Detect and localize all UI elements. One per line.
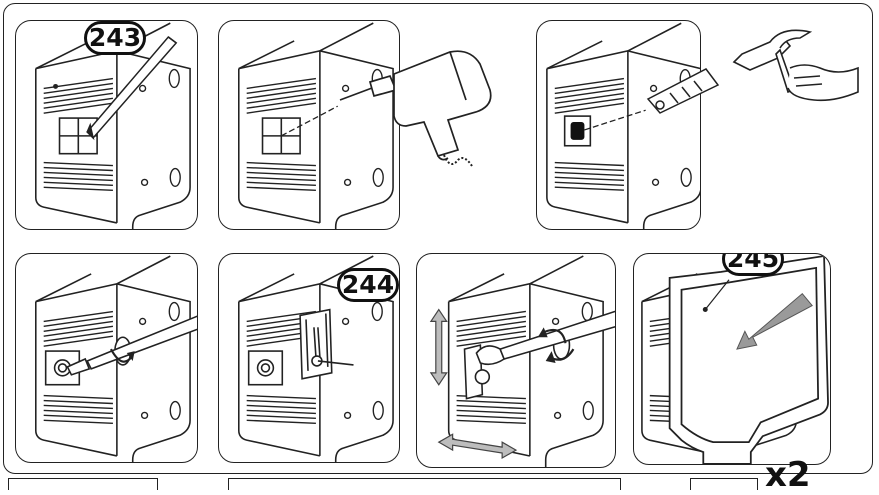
step-4-screw-panel: [15, 253, 198, 463]
box-illustration: [417, 254, 615, 467]
quantity-label: x2: [765, 458, 811, 492]
bottom-box-left: [8, 478, 158, 490]
box-illustration: [537, 21, 700, 229]
bottom-box-center: [228, 478, 621, 490]
step-5-bracket-panel: 244: [218, 253, 400, 463]
box-illustration: [16, 254, 197, 462]
step-3-hammer-panel: [536, 20, 701, 230]
part-number-callout: 245: [722, 253, 784, 276]
bottom-box-right: [690, 478, 758, 490]
screwdriver-icon: [67, 313, 197, 374]
step-6-adjust-panel: [416, 253, 616, 468]
bracket-icon: [300, 310, 353, 379]
drill-icon: [330, 30, 530, 170]
hammer-icon: [730, 18, 870, 113]
step-1-mark-panel: 243: [15, 20, 198, 230]
cover-panel-icon: [670, 256, 828, 464]
step-7-cover-panel: 245: [633, 253, 831, 465]
part-number-callout: 244: [337, 268, 399, 302]
part-number-callout: 243: [84, 21, 146, 55]
box-illustration: [634, 254, 830, 464]
dowel-icon: [640, 55, 730, 115]
